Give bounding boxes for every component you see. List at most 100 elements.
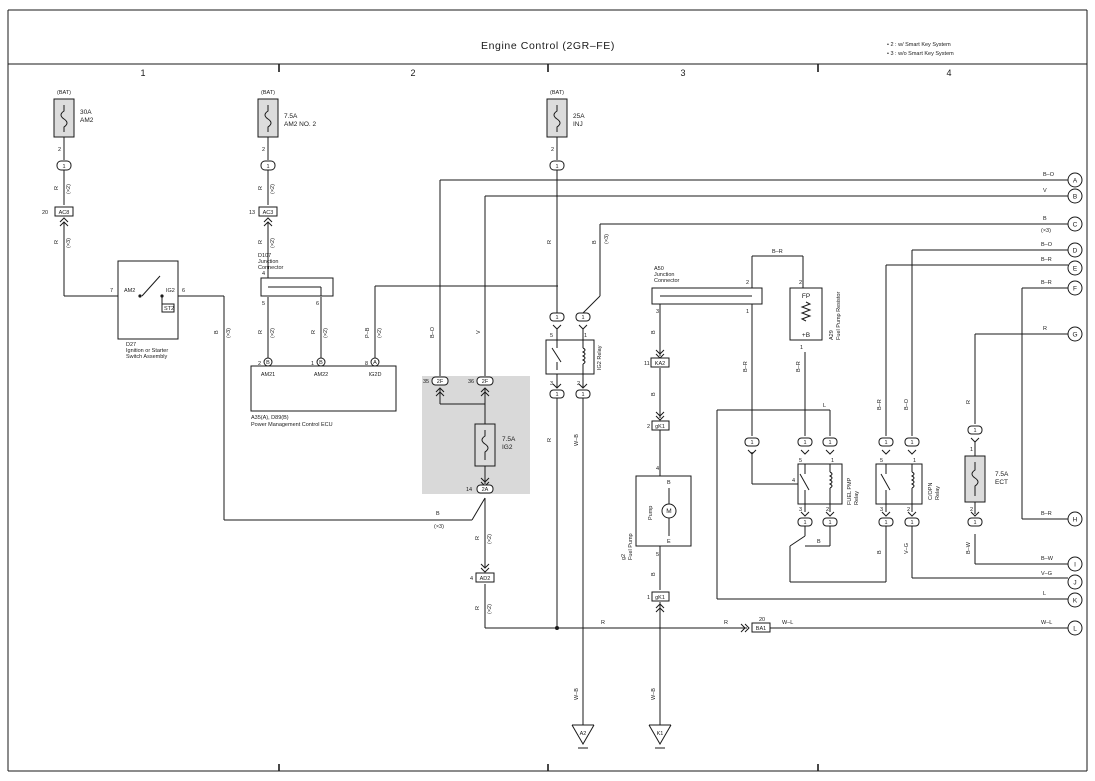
relay-pin: 1: [584, 333, 587, 339]
ground-label: A2: [580, 731, 587, 737]
ignition-pin-am2: 7: [110, 288, 113, 294]
copn-relay-name: C/OPN: [928, 483, 934, 500]
resistor-pb-label: +B: [802, 332, 810, 339]
wire-label: B–R: [796, 361, 802, 372]
wire-label: B–R: [1041, 511, 1052, 517]
fuse-supply-label: (BAT): [550, 90, 564, 96]
fuel-pump-resistor: 2 FP +B 1 A29 Fuel Pump Resistor: [789, 280, 842, 351]
wire-note: (×2): [66, 184, 72, 194]
svg-text:1: 1: [803, 440, 806, 446]
fuse-conn: 1: [266, 164, 269, 170]
a50-label-2: Connector: [654, 278, 680, 284]
relay-pin: 1: [913, 458, 916, 464]
wire-label: P–B: [365, 327, 371, 338]
ignition-st2-label: ST2: [164, 306, 174, 312]
junction-connector-d107: D107 Junction Connector 4 5 6: [258, 253, 334, 307]
wire-label: W–B: [574, 434, 580, 446]
relay-pin: 3: [799, 507, 802, 513]
connector-pin: 20: [42, 210, 48, 216]
ecu-pin: 1: [311, 361, 314, 367]
ground-a2: A2: [571, 724, 595, 749]
junction-connector-a50: A50 Junction Connector 2 3 1: [651, 266, 763, 315]
wire-label: B: [877, 550, 883, 554]
wire-note: (×3): [434, 524, 444, 530]
wire-label: R: [258, 330, 264, 334]
d107-label-2: Connector: [258, 265, 284, 271]
wire-note: (×3): [1041, 228, 1051, 234]
ecu-pin: 2: [258, 361, 261, 367]
pump-motor-symbol: M: [666, 508, 671, 515]
relay-pin: 4: [792, 478, 795, 484]
svg-text:1: 1: [973, 520, 976, 526]
pump-pin-bottom: 5: [656, 552, 659, 558]
ect-fuse: 1 1 7.5A ECT 2 1: [964, 425, 1009, 527]
d107-pin-top: 4: [262, 271, 265, 277]
svg-text:1: 1: [555, 315, 558, 321]
ig2-fuse-name: IG2: [502, 444, 513, 451]
wire-label: B–O: [904, 398, 910, 410]
ect-pin-top: 1: [970, 447, 973, 453]
ignition-id: D27: [126, 342, 136, 348]
pump-pin-top: 4: [656, 466, 659, 472]
svg-text:1: 1: [581, 392, 584, 398]
wire-label: R: [966, 400, 972, 404]
wire-label: B: [817, 539, 821, 545]
fuse-pin: 2: [551, 147, 554, 153]
wire-label: V–G: [904, 543, 910, 554]
fuel-relay-name-2: Relay: [854, 491, 860, 505]
wire-label: B: [436, 511, 440, 517]
ignition-ig2-label: IG2: [166, 288, 175, 294]
fuse-conn: 1: [62, 164, 65, 170]
wire-label: B–W: [1041, 556, 1054, 562]
wire-label: L: [1043, 591, 1046, 597]
wire-note: (×3): [66, 238, 72, 248]
connector-ba1: 20 BA1: [740, 617, 771, 633]
pump-e-label: E: [667, 539, 671, 545]
wire-label: B: [651, 330, 657, 334]
wire-label: B–O: [1041, 242, 1053, 248]
a50-id: A50: [654, 266, 664, 272]
ecu-connector-ids: A35(A), D89(B): [251, 415, 289, 421]
wire-label: B–R: [877, 399, 883, 410]
connector-gk1-upper: 2 gK1: [647, 411, 670, 431]
fuse-inj: (BAT) 25A INJ 2 1: [546, 90, 585, 171]
wire-note: (×3): [604, 234, 610, 244]
wires: [63, 137, 1068, 725]
ig2-conn-c: 2A: [482, 487, 489, 493]
ignition-switch: AM2 IG2 ST2 7 6 D27 Ignition or Starter …: [110, 260, 185, 360]
resistor-name: Fuel Pump Resistor: [836, 292, 842, 340]
wire-label: B–R: [1041, 257, 1052, 263]
svg-text:1: 1: [884, 520, 887, 526]
ecu-terminal-name: AM21: [261, 372, 275, 378]
ignition-pin-ig2: 6: [182, 288, 185, 294]
wire-label: R: [547, 240, 553, 244]
connector-pin: 4: [470, 576, 473, 582]
resistor-pin-top: 2: [799, 280, 802, 286]
svg-text:1: 1: [828, 440, 831, 446]
wire-color-labels: R (×2) R (×3) R (×2) R (×2) R (×2) R (×2…: [54, 172, 1055, 700]
ground-k1: K1: [648, 724, 672, 749]
a50-pin-right: 1: [746, 309, 749, 315]
a50-pin-top: 2: [746, 280, 749, 286]
connection-point-d: D: [1073, 248, 1078, 255]
wire-label: V–G: [1041, 571, 1052, 577]
fuse-pin: 2: [58, 147, 61, 153]
wire-label: B–O: [430, 326, 436, 338]
wire-label: B–R: [743, 361, 749, 372]
wire-label: R: [54, 186, 60, 190]
svg-text:1: 1: [803, 520, 806, 526]
ecu-pin-letter: A: [373, 360, 377, 366]
ignition-am2-label: AM2: [124, 288, 135, 294]
svg-text:1: 1: [555, 392, 558, 398]
wire-label: B: [651, 392, 657, 396]
ecu-terminal-name: AM22: [314, 372, 328, 378]
copn-relay-name-2: Relay: [935, 486, 941, 500]
ect-fuse-name: ECT: [995, 479, 1008, 486]
ect-pin-bottom: 2: [970, 507, 973, 513]
ig2-conn-b: 2F: [482, 379, 489, 385]
wire-label: R: [311, 330, 317, 334]
column-4-label: 4: [946, 68, 951, 78]
connection-point-b: B: [1073, 194, 1077, 201]
diagram-title: Engine Control (2GR–FE): [481, 40, 615, 52]
